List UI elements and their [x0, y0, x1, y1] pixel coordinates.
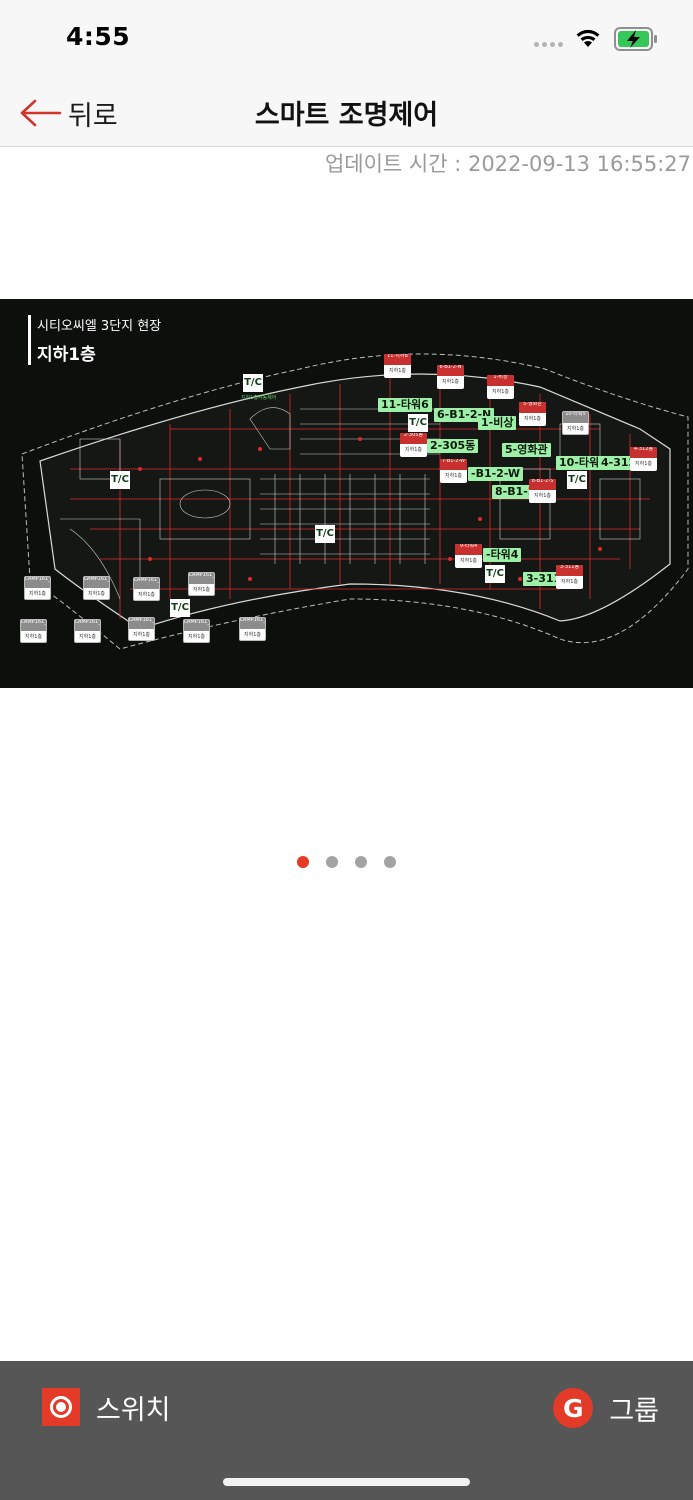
switch-icon [42, 1388, 80, 1426]
zone-label[interactable]: 11-타워6 [378, 398, 432, 412]
page-dot-4[interactable] [384, 856, 396, 868]
back-button[interactable]: 뒤로 [18, 93, 118, 133]
page-dot-1[interactable] [297, 856, 309, 868]
zone-label[interactable]: 5-영화관 [502, 443, 551, 457]
lamp-marker[interactable]: LAMP161_161_16지하1층 [239, 617, 266, 641]
tc-controller[interactable]: T/C [170, 599, 190, 617]
lamp-marker[interactable]: LAMP161_161_18지하1층 [74, 619, 101, 643]
zone-label[interactable]: -B1-2-W [468, 467, 524, 481]
status-time: 4:55 [66, 22, 131, 51]
tc-controller[interactable]: T/C [408, 414, 428, 432]
page-dot-2[interactable] [326, 856, 338, 868]
site-title: 시티오씨엘 3단지 현장 지하1층 [28, 315, 161, 365]
page-title: 스마트 조명제어 [254, 100, 439, 131]
page-dot-3[interactable] [355, 856, 367, 868]
switch-button[interactable]: 스위치 [42, 1388, 171, 1426]
lamp-marker[interactable]: LAMP161_161_13지하1층 [83, 576, 110, 600]
lamp-marker[interactable]: LAMP161_161_20지하1층 [183, 619, 210, 643]
page-indicator [0, 856, 693, 868]
tc-controller[interactable]: T/C [567, 471, 587, 489]
site-name: 시티오씨엘 3단지 현장 [37, 319, 162, 334]
tc-caption: 지하1층자동제어 [241, 395, 277, 401]
tc-controller[interactable]: T/C [110, 471, 130, 489]
floor-plan[interactable]: 시티오씨엘 3단지 현장 지하1층 11-타워6 6-B1-2-N 1-비상 2… [0, 299, 693, 688]
zone-label[interactable]: 1-비상 [478, 416, 517, 430]
nav-bar: 뒤로 스마트 조명제어 [0, 75, 693, 147]
group-label: 그룹 [609, 1395, 659, 1427]
group-icon: G [553, 1388, 594, 1428]
zone-label[interactable]: 2-305동 [427, 439, 479, 453]
update-time: 업데이트 시간 : 2022-09-13 16:55:27 [324, 152, 691, 176]
bottom-toolbar: 스위치 G 그룹 [0, 1361, 693, 1500]
zone-label[interactable]: 10-타워5 [556, 456, 610, 470]
battery-charging-icon [614, 27, 657, 51]
tc-controller[interactable]: T/C [243, 374, 263, 392]
lamp-marker[interactable]: LAMP161_161_19지하1층 [128, 617, 155, 641]
lamp-marker[interactable]: LAMP161_161_14지하1층 [133, 577, 160, 601]
cellular-signal-icon [534, 42, 563, 47]
switch-label: 스위치 [96, 1394, 171, 1426]
zone-label[interactable]: -타워4 [483, 548, 522, 562]
wifi-icon [576, 29, 600, 47]
status-bar: 4:55 [0, 0, 693, 75]
home-indicator[interactable] [223, 1478, 470, 1486]
lamp-marker[interactable]: LAMP161_161_12지하1층 [24, 576, 51, 600]
lamp-marker[interactable]: LAMP161_161_15지하1층 [188, 572, 215, 596]
group-button[interactable]: G 그룹 [553, 1388, 659, 1428]
floor-name: 지하1층 [37, 345, 96, 365]
tc-controller[interactable]: T/C [485, 565, 505, 583]
floor-plan-drawing [21, 353, 689, 650]
lamp-marker[interactable]: LAMP161_161_17지하1층 [20, 619, 47, 643]
tc-controller[interactable]: T/C [315, 525, 335, 543]
back-arrow-icon [20, 99, 62, 127]
back-label: 뒤로 [68, 100, 118, 132]
